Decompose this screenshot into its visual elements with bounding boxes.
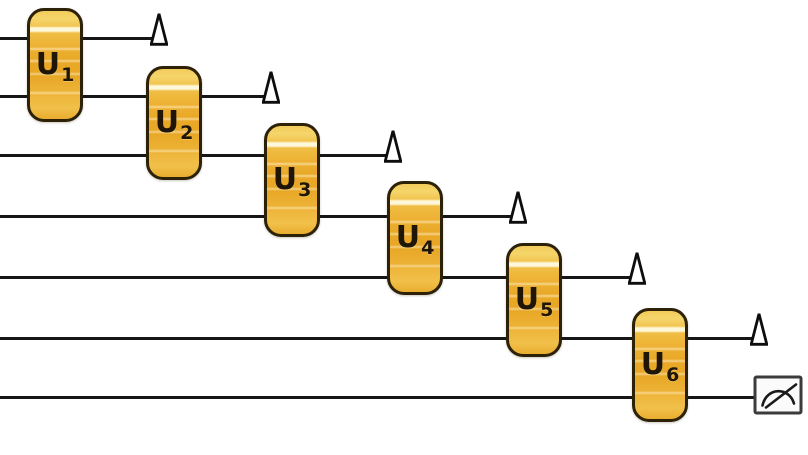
wire-5: [0, 275, 636, 279]
gate-u5: U5: [506, 243, 562, 357]
discard-triangle-icon-3: [384, 130, 402, 163]
gate-u4-label: U4: [395, 220, 435, 259]
gate-u5-label: U5: [514, 282, 554, 321]
wire-2: [0, 94, 270, 98]
discard-triangle-icon-6: [750, 313, 768, 346]
measurement-meter-icon: [753, 375, 803, 415]
wire-6: [0, 336, 758, 340]
gate-u2-label: U2: [154, 105, 194, 144]
gate-u3-label: U3: [272, 162, 312, 201]
discard-triangle-icon-2: [262, 71, 280, 104]
gate-u6: U6: [632, 308, 688, 422]
wire-4: [0, 214, 517, 218]
gate-u6-label: U6: [640, 347, 680, 386]
discard-triangle-icon-5: [628, 252, 646, 285]
gate-u2: U2: [146, 66, 202, 180]
gate-u3: U3: [264, 123, 320, 237]
gate-u1: U1: [27, 8, 83, 122]
discard-triangle-icon-1: [150, 13, 168, 46]
gate-u4: U4: [387, 181, 443, 295]
discard-triangle-icon-4: [509, 191, 527, 224]
gate-u1-label: U1: [35, 47, 75, 86]
wire-7: [0, 395, 760, 399]
